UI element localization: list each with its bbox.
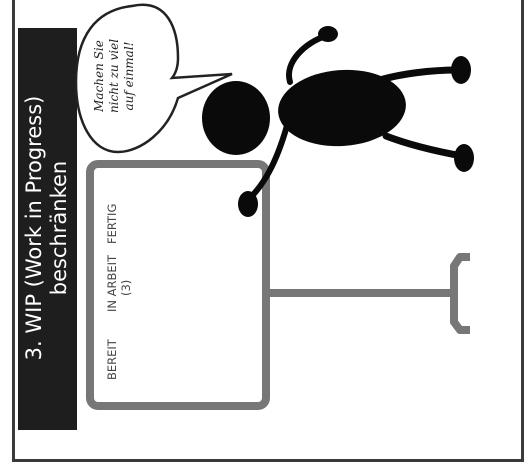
board-wip-row: (3) [119, 170, 133, 380]
column-in-progress-label: IN ARBEIT [105, 244, 119, 312]
figure-hand-lower [238, 191, 258, 217]
figure-leg-lower [386, 136, 462, 156]
board-stand-pole [266, 289, 454, 297]
column-done-label: FERTIG [105, 204, 119, 244]
figure-foot-upper [451, 56, 471, 84]
speech-line-2: nicht zu viel [107, 16, 122, 136]
board-columns: BEREIT IN ARBEIT FERTIG (3) [105, 170, 133, 380]
figure-hand-upper [318, 26, 338, 42]
title-line-1: 3. WIP (Work in Progress) [22, 28, 47, 428]
title-line-2: beschränken [47, 28, 72, 428]
speech-line-3: auf einmal! [122, 16, 137, 136]
speech-bubble-text: Machen Sie nicht zu viel auf einmal! [92, 16, 137, 136]
figure-head [202, 81, 270, 155]
title-text: 3. WIP (Work in Progress) beschränken [22, 28, 72, 428]
speech-line-1: Machen Sie [92, 16, 107, 136]
board-column-row: BEREIT IN ARBEIT FERTIG [105, 170, 119, 380]
column-ready-label: BEREIT [105, 312, 119, 380]
wip-limit-label: (3) [119, 280, 133, 296]
spacer [119, 296, 133, 380]
figure-foot-lower [454, 144, 474, 172]
board-stand-foot [454, 257, 470, 330]
figure-leg-upper [380, 70, 458, 80]
